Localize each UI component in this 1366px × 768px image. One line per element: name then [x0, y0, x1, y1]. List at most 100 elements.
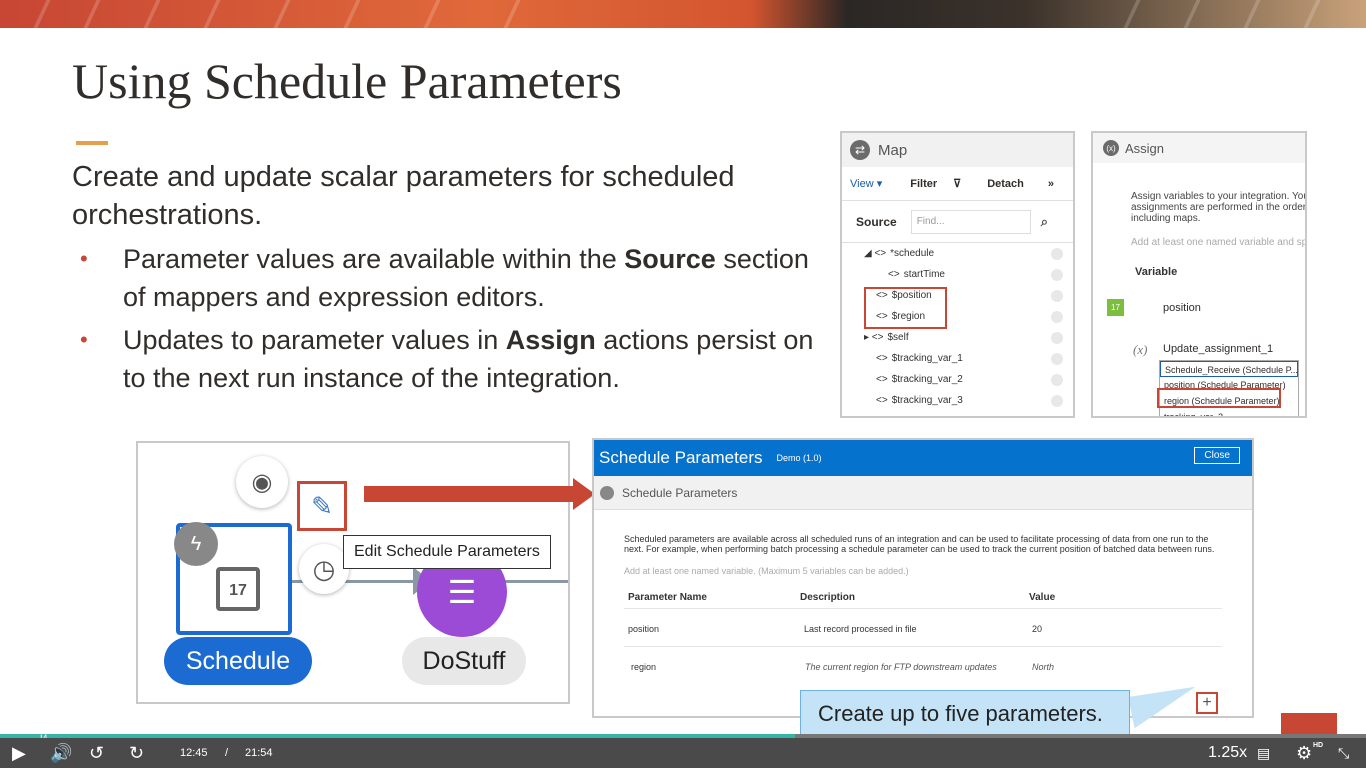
play-icon[interactable]: ▶ — [12, 743, 26, 763]
tree-node-icon: <> — [876, 353, 888, 364]
player-controls: ▶ 🔊 ↺ ↻ 12:45 / 21:54 1.25x ▤ ⚙ HD ⤡ — [0, 738, 1366, 768]
add-parameter-button[interactable]: + — [1196, 692, 1218, 714]
tree-node-icon: <> — [876, 311, 888, 322]
tree-node[interactable]: ▸ <>$self — [842, 327, 1073, 348]
detach-button[interactable]: Detach — [987, 177, 1024, 190]
region-highlight — [1157, 388, 1281, 408]
fullscreen-icon[interactable]: ⤡ — [1338, 745, 1350, 761]
pointer-arrow — [364, 486, 574, 502]
title-accent — [76, 141, 108, 145]
param-name[interactable]: region — [631, 662, 657, 672]
variable-update-assignment[interactable]: Update_assignment_1 — [1163, 343, 1274, 355]
filter-button[interactable]: Filter — [910, 177, 938, 190]
tree-node[interactable]: <>$tracking_var_1 — [842, 348, 1073, 369]
gear-icon[interactable]: ⚙ — [1296, 743, 1313, 763]
source-label: Source — [856, 214, 897, 229]
callout: Create up to five parameters. — [800, 690, 1130, 736]
tree-node-icon: ▸ <> — [864, 332, 884, 343]
assign-panel: (x) Assign Assign variables to your inte… — [1091, 131, 1307, 418]
source-tree: ◢ <>*schedule<>startTime<>$position<>$re… — [842, 243, 1073, 411]
dialog-description: Scheduled parameters are available acros… — [624, 534, 1215, 554]
dropdown-option[interactable]: Schedule_Receive (Schedule P... — [1160, 361, 1298, 377]
node-status-dot — [1051, 373, 1063, 386]
tree-node-label: $tracking_var_3 — [891, 395, 963, 406]
node-status-dot — [1051, 247, 1063, 260]
param-value[interactable]: 20 — [1032, 624, 1043, 634]
node-status-dot — [1051, 310, 1063, 323]
tree-node[interactable]: <>$position — [842, 285, 1073, 306]
captions-icon[interactable]: ▤ — [1257, 745, 1271, 761]
tree-node-label: $position — [891, 290, 932, 301]
param-name[interactable]: position — [628, 624, 660, 634]
tree-node[interactable]: <>startTime — [842, 264, 1073, 285]
assign-icon: (x) — [1103, 140, 1119, 156]
col-parameter-name: Parameter Name — [628, 592, 707, 603]
speed-button[interactable]: 1.25x — [1208, 744, 1248, 761]
tree-node[interactable]: ◢ <>*schedule — [842, 243, 1073, 264]
tree-node-icon: <> — [876, 395, 888, 406]
overflow-button[interactable]: » — [1047, 177, 1055, 190]
close-button[interactable]: Close — [1194, 447, 1240, 464]
section-title: Schedule Parameters — [622, 485, 738, 500]
map-icon: ⇄ — [850, 140, 870, 160]
dialog-version: Demo (1.0) — [776, 453, 822, 463]
node-status-dot — [1051, 352, 1063, 365]
param-value[interactable]: North — [1032, 662, 1055, 672]
schedule-label: Schedule — [164, 637, 312, 685]
tree-node-icon: ◢ <> — [864, 248, 887, 259]
dialog-note: Add at least one named variable. (Maximu… — [624, 566, 909, 576]
tree-node-label: $tracking_var_1 — [891, 353, 963, 364]
tooltip: Edit Schedule Parameters — [343, 535, 551, 569]
eye-icon[interactable]: ◉ — [236, 456, 288, 508]
tree-node-icon: <> — [876, 374, 888, 385]
lead-text: Create and update scalar parameters for … — [72, 161, 735, 231]
tree-node-icon: <> — [876, 290, 888, 301]
node-status-dot — [1051, 331, 1063, 344]
bolt-icon: ϟ — [174, 522, 218, 566]
dropdown-option[interactable]: position (Schedule Parameter) — [1164, 380, 1286, 390]
current-time: 12:45 — [180, 747, 208, 759]
variable-header: Variable — [1135, 266, 1178, 278]
map-panel: ⇄ Map View ▾ Filter ⊽ Detach » Source Fi… — [840, 131, 1075, 418]
node-status-dot — [1051, 268, 1063, 281]
tree-node[interactable]: <>$region — [842, 306, 1073, 327]
integration-canvas: ◉ ✎ 17 ϟ ☰ ◷ Edit Schedule Parameters Sc… — [136, 441, 570, 704]
filter-icon: ⊽ — [953, 178, 962, 190]
pencil-icon[interactable]: ✎ — [297, 481, 347, 531]
tree-node-label: $self — [887, 332, 909, 343]
slide-title: Using Schedule Parameters — [72, 53, 622, 109]
volume-icon[interactable]: 🔊 — [50, 743, 73, 763]
function-icon: (x) — [1133, 342, 1148, 357]
tree-node[interactable]: <>$tracking_var_2 — [842, 369, 1073, 390]
header-banner — [0, 0, 1366, 28]
find-input[interactable]: Find... — [910, 209, 1031, 234]
bullet-dot: • — [80, 246, 88, 271]
dropdown-option[interactable]: region (Schedule Parameter) — [1164, 396, 1280, 406]
calendar-icon: 17 — [1107, 299, 1124, 316]
clock-icon[interactable]: ◷ — [299, 544, 349, 594]
pointer-arrowhead — [573, 478, 595, 510]
tree-node-label: $region — [891, 311, 926, 322]
assign-title: Assign — [1125, 140, 1165, 156]
dostuff-label: DoStuff — [402, 637, 526, 685]
tree-node[interactable]: <>$tracking_var_3 — [842, 390, 1073, 411]
search-icon[interactable]: ⌕ — [1040, 213, 1048, 229]
variable-position[interactable]: position — [1163, 302, 1201, 314]
rewind-icon[interactable]: ↺ — [89, 743, 105, 763]
param-description[interactable]: The current region for FTP downstream up… — [805, 662, 997, 672]
dropdown-option[interactable]: tracking_var_2 — [1164, 412, 1224, 418]
col-value: Value — [1029, 592, 1056, 603]
bullet-dot: • — [80, 327, 88, 352]
map-title: Map — [878, 141, 908, 159]
forward-icon[interactable]: ↻ — [129, 743, 145, 763]
tree-node-icon: <> — [888, 269, 900, 280]
tree-node-label: *schedule — [890, 248, 935, 259]
node-status-dot — [1051, 289, 1063, 302]
tree-node-label: $tracking_var_2 — [891, 374, 963, 385]
total-time: 21:54 — [245, 747, 273, 759]
param-description[interactable]: Last record processed in file — [804, 624, 917, 634]
col-description: Description — [800, 592, 856, 603]
node-status-dot — [1051, 394, 1063, 407]
view-menu[interactable]: View ▾ — [850, 178, 883, 190]
section-icon — [600, 485, 614, 500]
